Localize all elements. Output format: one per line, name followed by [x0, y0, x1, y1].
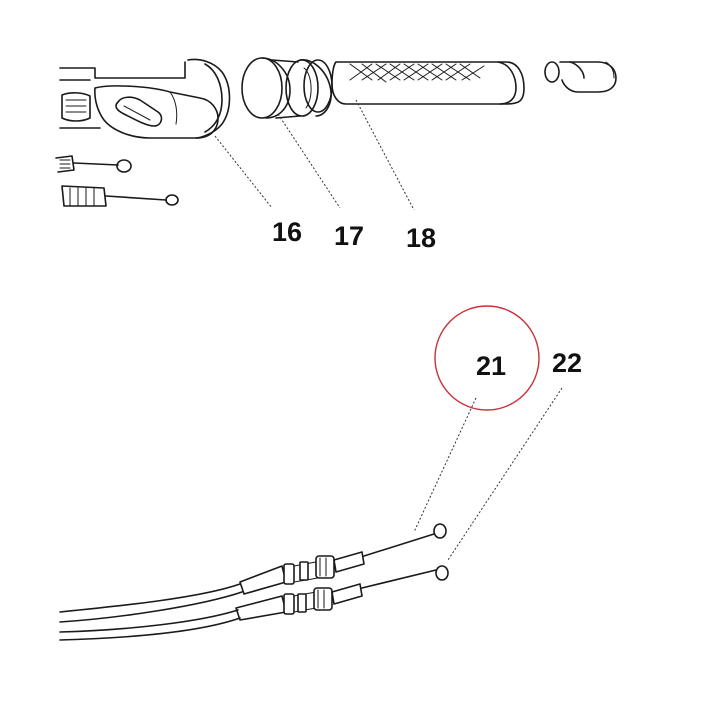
leader-22 [447, 387, 563, 561]
part-21-cable [59, 523, 447, 623]
callout-16: 16 [272, 217, 302, 247]
part-22-cable [59, 565, 449, 641]
callout-18: 18 [406, 223, 436, 253]
upper-cable-ends [55, 155, 179, 207]
part-16-throttle-housing [59, 58, 231, 139]
throttle-cables [59, 387, 563, 641]
leader-18 [355, 99, 415, 211]
callout-22: 22 [552, 348, 582, 378]
leader-17 [277, 113, 341, 209]
part-18-grip [331, 61, 617, 105]
leader-16 [214, 135, 273, 209]
part-17-ring [241, 57, 333, 119]
throttle-assembly [55, 57, 617, 211]
highlight-circle-21 [434, 305, 540, 411]
leader-21 [413, 397, 477, 533]
callout-17: 17 [334, 221, 364, 251]
callout-21: 21 [476, 351, 506, 381]
